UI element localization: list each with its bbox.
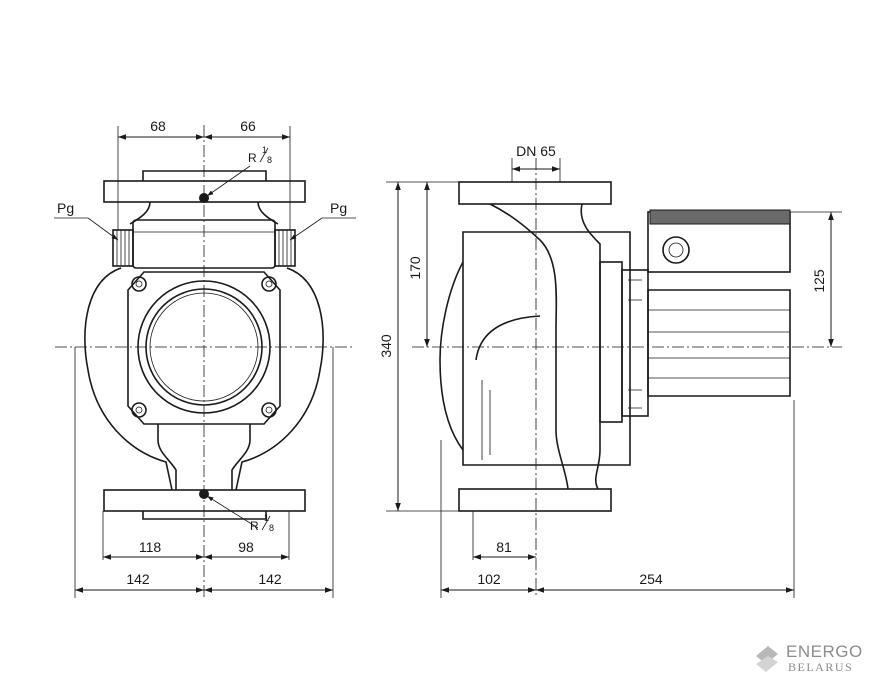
energo-belarus-logo: ENERGO BELARUS	[752, 640, 872, 680]
motor-inner-ring	[145, 288, 263, 406]
dim-254-label: 254	[639, 571, 663, 587]
inlet-channel-right	[580, 203, 601, 490]
volute-ribs	[481, 380, 491, 460]
leader-r18-bottom	[206, 495, 259, 529]
motor-mount-plate	[599, 261, 623, 423]
dim-98-label: 98	[238, 539, 254, 555]
pg-right-leader	[289, 217, 323, 241]
motor-flange	[621, 269, 649, 417]
dim-118-label: 118	[139, 539, 162, 555]
control-head	[649, 209, 791, 225]
top-flange-neck	[142, 170, 267, 181]
leader-r18-top	[206, 165, 251, 197]
motor-housing	[127, 271, 281, 425]
dim-142-left-label: 142	[126, 571, 150, 587]
dim-81-label: 81	[496, 539, 512, 555]
volute-side-bulge	[439, 261, 464, 451]
housing-bolts	[131, 276, 277, 418]
lower-neck	[157, 424, 251, 490]
svg-text:R: R	[250, 519, 259, 533]
dim-125-label: 125	[811, 269, 827, 293]
dim-68-label: 68	[150, 118, 166, 134]
pg-gland-right	[274, 229, 296, 267]
pg-left-label: Pg	[57, 200, 74, 216]
dim-340-label: 340	[378, 334, 394, 358]
dim-66-label: 66	[240, 118, 256, 134]
motor-outer-ring	[137, 280, 271, 414]
speed-selector-knob	[662, 236, 690, 264]
motor-body	[647, 289, 791, 397]
dim-102-label: 102	[477, 571, 501, 587]
pg-gland-left-ribs	[116, 230, 130, 266]
logo-subtitle: BELARUS	[788, 660, 854, 674]
pg-left-leader	[87, 217, 119, 241]
side-top-flange	[458, 181, 612, 205]
thread-label-bottom: R 1 8	[250, 513, 274, 533]
speed-selector-center	[668, 242, 684, 258]
inlet-channel-left	[489, 203, 569, 490]
svg-text:R: R	[248, 151, 257, 165]
bottom-flange-neck	[142, 511, 267, 520]
side-housing	[462, 231, 631, 466]
front-view: 68 66 118 98 142 142 R 1 8 R 1 8 Pg Pg	[54, 118, 356, 598]
pg-gland-left	[112, 229, 134, 267]
side-view: DN 65 340 170 125 81 102 254	[378, 143, 842, 598]
dim-dn65-label: DN 65	[516, 143, 556, 159]
motor-flange-bolts	[628, 279, 642, 409]
bottom-drain-plug	[199, 489, 209, 499]
svg-text:1: 1	[262, 145, 267, 155]
logo-name: ENERGO	[786, 642, 863, 661]
dim-142-right-label: 142	[258, 571, 282, 587]
pg-right-label: Pg	[330, 200, 347, 216]
logo-mark-icon	[756, 646, 778, 672]
svg-text:8: 8	[267, 155, 272, 165]
top-vent-plug	[199, 193, 209, 203]
motor-rotor	[149, 292, 259, 402]
side-bottom-flange	[458, 488, 612, 512]
svg-text:8: 8	[269, 523, 274, 533]
volute-outline	[84, 267, 324, 491]
svg-text:1: 1	[264, 513, 269, 523]
thread-label-top: R 1 8	[248, 145, 272, 165]
dim-170-label: 170	[407, 256, 423, 280]
volute-curve	[475, 315, 541, 361]
pg-gland-right-ribs	[278, 230, 292, 266]
